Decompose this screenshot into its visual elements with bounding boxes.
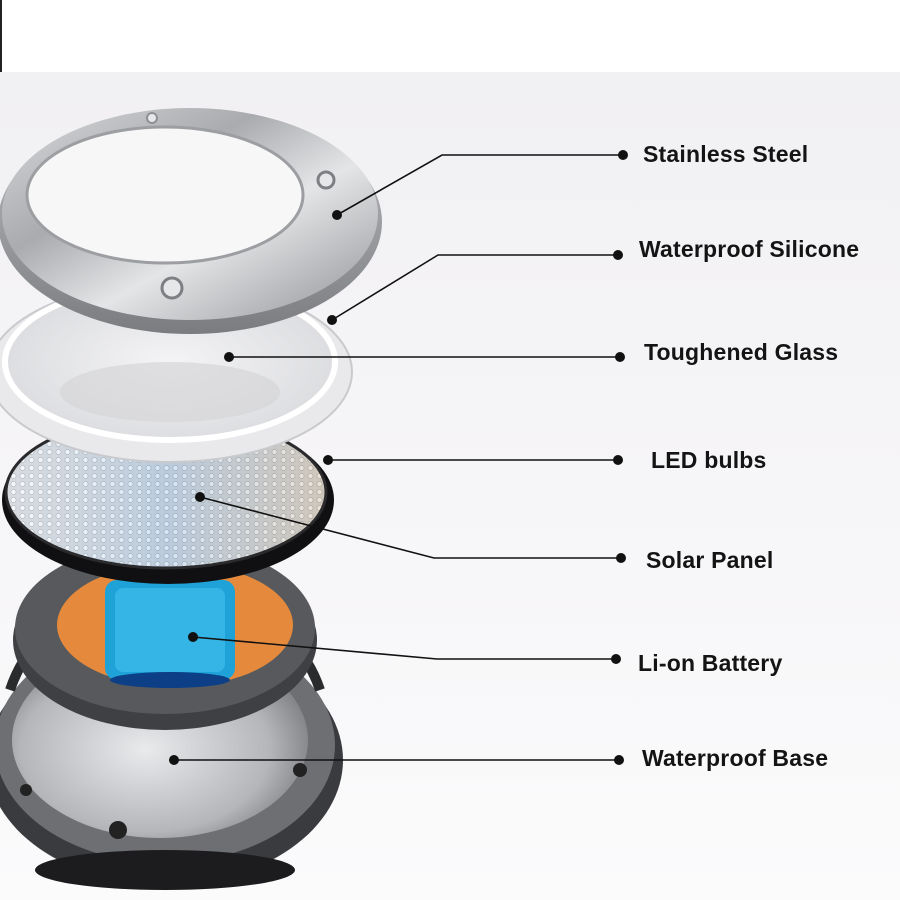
dot-waterproof-base-part <box>169 755 179 765</box>
label-led-bulbs: LED bulbs <box>651 447 767 473</box>
leader-line-solar-panel <box>199 496 621 559</box>
top-whitespace <box>0 0 900 72</box>
dot-solar-panel-part <box>195 492 205 502</box>
left-border-line <box>0 0 2 72</box>
dot-stainless-steel-label <box>618 150 628 160</box>
label-waterproof-silicone: Waterproof Silicone <box>639 236 860 262</box>
dot-waterproof-base-label <box>614 755 624 765</box>
stainless-steel-part <box>0 108 382 334</box>
dot-li-on-battery-label <box>611 654 621 664</box>
label-stainless-steel: Stainless Steel <box>643 141 809 167</box>
dot-led-bulbs-part <box>323 455 333 465</box>
dot-solar-panel-label <box>616 553 626 563</box>
leader-line-li-on-battery <box>192 636 616 660</box>
label-toughened-glass: Toughened Glass <box>644 339 839 365</box>
dot-stainless-steel-part <box>332 210 342 220</box>
dot-led-bulbs-label <box>613 455 623 465</box>
li-on-battery-part <box>13 542 317 730</box>
leader-line-stainless-steel <box>336 154 623 216</box>
leader-dots <box>169 150 628 765</box>
dot-waterproof-silicone-label <box>613 250 623 260</box>
label-waterproof-base: Waterproof Base <box>642 745 829 771</box>
dot-li-on-battery-part <box>188 632 198 642</box>
label-li-on-battery: Li-on Battery <box>638 650 783 676</box>
leader-line-waterproof-silicone <box>331 254 618 321</box>
dot-toughened-glass-label <box>615 352 625 362</box>
dot-toughened-glass-part <box>224 352 234 362</box>
label-solar-panel: Solar Panel <box>646 547 774 573</box>
dot-waterproof-silicone-part <box>327 315 337 325</box>
leader-lines <box>174 154 623 761</box>
